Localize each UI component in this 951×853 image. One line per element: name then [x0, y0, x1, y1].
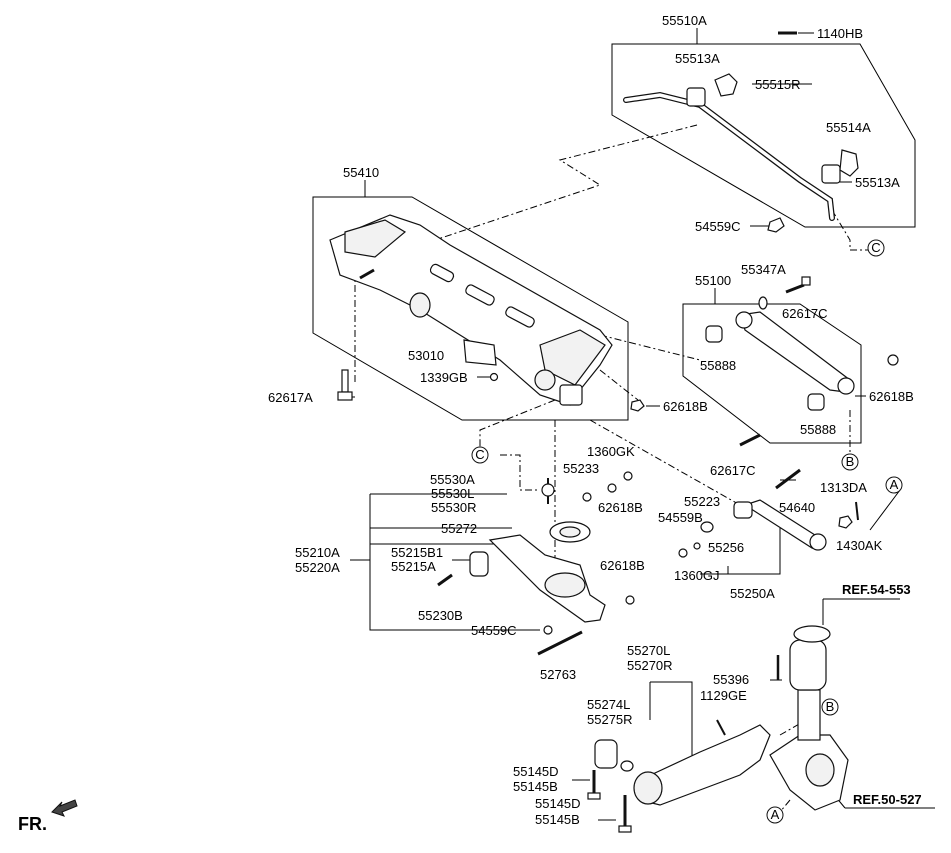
- front-arrow: [51, 799, 78, 817]
- label-55145D-b: 55145D: [535, 796, 581, 811]
- label-55145B-a: 55145B: [513, 779, 558, 794]
- circle-label-a-mid: A: [885, 476, 903, 494]
- label-55530R: 55530R: [431, 500, 477, 515]
- frame-lines: [312, 28, 935, 821]
- svg-text:C: C: [871, 240, 880, 255]
- label-62618B-low: 62618B: [600, 558, 645, 573]
- label-54559C-top: 54559C: [695, 219, 741, 234]
- label-55220A: 55220A: [295, 560, 340, 575]
- label-62617C-top: 62617C: [782, 306, 828, 321]
- svg-text:B: B: [846, 454, 855, 469]
- label-1129GE: 1129GE: [700, 688, 747, 703]
- circle-label-a-low: A: [766, 806, 784, 824]
- label-55347A: 55347A: [741, 262, 786, 277]
- label-55215B1: 55215B1: [391, 545, 443, 560]
- label-62618B-mid: 62618B: [663, 399, 708, 414]
- label-54640: 54640: [779, 500, 815, 515]
- label-55410: 55410: [343, 165, 379, 180]
- label-52763: 52763: [540, 667, 576, 682]
- svg-text:B: B: [826, 699, 835, 714]
- label-1360GJ: 1360GJ: [674, 568, 720, 583]
- label-54559B: 54559B: [658, 510, 703, 525]
- svg-text:A: A: [890, 477, 899, 492]
- label-55270R: 55270R: [627, 658, 673, 673]
- label-55888-right: 55888: [800, 422, 836, 437]
- label-1360GK: 1360GK: [587, 444, 635, 459]
- label-55145B-b: 55145B: [535, 812, 580, 827]
- stabilizer-box: [611, 43, 916, 228]
- label-62618B-right: 62618B: [869, 389, 914, 404]
- upper-arm-box: [682, 303, 862, 444]
- label-62617A: 62617A: [268, 390, 313, 405]
- knuckle-strut: [769, 625, 849, 811]
- stabilizer-bar: [623, 31, 859, 233]
- label-55510A: 55510A: [662, 13, 707, 28]
- label-55275R: 55275R: [587, 712, 633, 727]
- label-1313DA: 1313DA: [820, 480, 867, 495]
- label-55223: 55223: [684, 494, 720, 509]
- svg-text:A: A: [771, 807, 780, 822]
- svg-text:C: C: [475, 447, 484, 462]
- label-54559C-low: 54559C: [471, 623, 517, 638]
- lower-arm: [437, 471, 635, 656]
- label-55145D-a: 55145D: [513, 764, 559, 779]
- label-55530A: 55530A: [430, 472, 475, 487]
- label-55513A-right: 55513A: [855, 175, 900, 190]
- label-55515R: 55515R: [755, 77, 801, 92]
- label-55513A-top: 55513A: [675, 51, 720, 66]
- label-62618B-left: 62618B: [598, 500, 643, 515]
- label-1430AK: 1430AK: [836, 538, 883, 553]
- circle-label-b-mid: B: [841, 453, 859, 471]
- label-55250A: 55250A: [730, 586, 775, 601]
- circle-label-c-mid: C: [471, 446, 489, 464]
- front-label: FR.: [18, 814, 47, 834]
- label-55274L: 55274L: [587, 697, 630, 712]
- part-labels: 55510A 1140HB 55513A 55515R 55514A 55513…: [268, 13, 914, 827]
- label-55270L: 55270L: [627, 643, 670, 658]
- label-55233: 55233: [563, 461, 599, 476]
- label-55530L: 55530L: [431, 486, 474, 501]
- toe-link: [678, 468, 859, 558]
- label-55215A: 55215A: [391, 559, 436, 574]
- label-55272: 55272: [441, 521, 477, 536]
- ref-bottom-link[interactable]: REF.50-527: [853, 792, 922, 807]
- label-53010: 53010: [408, 348, 444, 363]
- crossmember-box: [312, 196, 629, 421]
- circle-label-c-top: C: [867, 239, 885, 257]
- label-55514A: 55514A: [826, 120, 871, 135]
- circle-label-b-low: B: [821, 698, 839, 716]
- label-1339GB: 1339GB: [420, 370, 468, 385]
- label-55230B: 55230B: [418, 608, 463, 623]
- trailing-arm: [587, 719, 771, 833]
- upper-arm: [705, 276, 899, 447]
- label-62617C-bot: 62617C: [710, 463, 756, 478]
- circle-labels: C C B A B A: [471, 239, 903, 824]
- label-55888-left: 55888: [700, 358, 736, 373]
- crossmember: [329, 214, 645, 412]
- label-55396: 55396: [713, 672, 749, 687]
- ref-top-link[interactable]: REF.54-553: [842, 582, 911, 597]
- label-55256: 55256: [708, 540, 744, 555]
- label-55210A: 55210A: [295, 545, 340, 560]
- label-1140HB: 1140HB: [817, 26, 863, 41]
- label-55100: 55100: [695, 273, 731, 288]
